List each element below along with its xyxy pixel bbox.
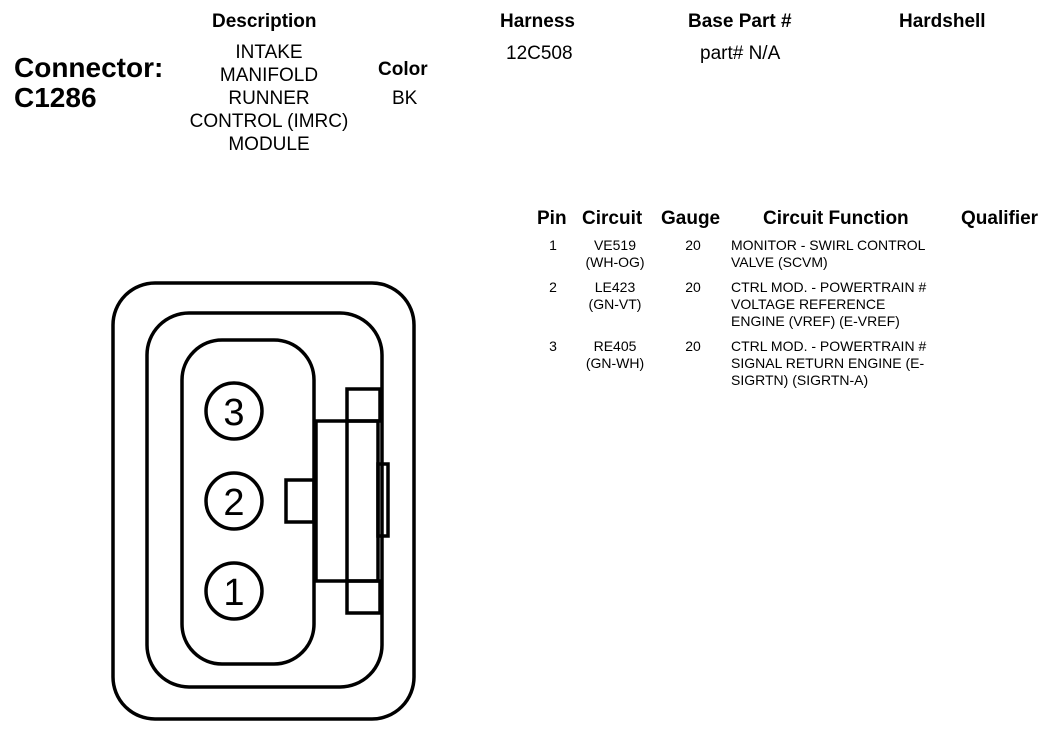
function-line: SIGNAL RETURN ENGINE (E- <box>731 355 925 371</box>
pin-3-label: 3 <box>223 392 244 434</box>
circuit-column-header: Circuit <box>582 208 643 229</box>
connector-label: Connector: <box>14 52 164 83</box>
function-line: CTRL MOD. - POWERTRAIN # <box>731 279 927 295</box>
description-line: CONTROL (IMRC) <box>189 111 349 132</box>
circuit-cell: LE423 (GN-VT) <box>572 279 658 313</box>
harness-value: 12C508 <box>506 43 573 64</box>
circuit-cell: VE519 (WH-OG) <box>572 237 658 271</box>
description-header: Description <box>212 11 317 32</box>
function-line: VALVE (SCVM) <box>731 254 828 270</box>
pin-2-label: 2 <box>223 482 244 524</box>
function-cell: CTRL MOD. - POWERTRAIN # VOLTAGE REFEREN… <box>731 279 961 330</box>
color-value: BK <box>392 88 418 109</box>
hardshell-header: Hardshell <box>899 11 986 32</box>
gauge-cell: 20 <box>685 237 701 253</box>
latch-lower-block <box>345 579 382 615</box>
harness-header: Harness <box>500 11 575 32</box>
latch-tab <box>376 462 390 538</box>
function-line: MONITOR - SWIRL CONTROL <box>731 237 926 253</box>
base-part-value: part# N/A <box>700 43 781 64</box>
latch-upper-block <box>345 387 382 423</box>
function-cell: MONITOR - SWIRL CONTROL VALVE (SCVM) <box>731 237 961 271</box>
connector-description: INTAKE MANIFOLD RUNNER CONTROL (IMRC) MO… <box>160 41 378 156</box>
circuit-code: RE405 <box>593 338 637 354</box>
function-cell: CTRL MOD. - POWERTRAIN # SIGNAL RETURN E… <box>731 338 961 389</box>
pin-number: 1 <box>549 237 557 253</box>
circuit-code: LE423 <box>594 279 636 295</box>
function-line: CTRL MOD. - POWERTRAIN # <box>731 338 927 354</box>
circuit-color: (WH-OG) <box>585 254 645 270</box>
circuit-code: VE519 <box>593 237 637 253</box>
connector-inner-wall <box>145 311 384 689</box>
qualifier-column-header: Qualifier <box>961 208 1039 229</box>
gauge-column-header: Gauge <box>661 208 721 229</box>
description-line: MODULE <box>228 134 310 155</box>
function-column-header: Circuit Function <box>763 208 909 229</box>
pin-1-label: 1 <box>223 572 244 614</box>
circuit-color: (GN-VT) <box>588 296 642 312</box>
connector-id: C1286 <box>14 82 97 113</box>
function-line: SIGRTN) (SIGRTN-A) <box>731 372 869 388</box>
function-line: VOLTAGE REFERENCE <box>731 296 886 312</box>
pin-2-circle <box>204 471 264 531</box>
circuit-color: (GN-WH) <box>585 355 645 371</box>
description-line: RUNNER <box>228 88 310 109</box>
function-line: ENGINE (VREF) (E-VREF) <box>731 313 900 329</box>
connector-outer-shell <box>111 281 416 721</box>
base-part-header: Base Part # <box>688 11 792 32</box>
description-line: MANIFOLD <box>219 65 319 86</box>
gauge-cell: 20 <box>685 279 701 295</box>
pin-column-header: Pin <box>537 208 567 229</box>
circuit-cell: RE405 (GN-WH) <box>572 338 658 372</box>
pin-number: 3 <box>549 338 557 354</box>
gauge-cell: 20 <box>685 338 701 354</box>
polarizing-key <box>284 478 316 524</box>
pin-1-circle <box>204 561 264 621</box>
pin-number: 2 <box>549 279 557 295</box>
description-line: INTAKE <box>235 42 303 63</box>
pin-3-circle <box>204 381 264 441</box>
color-header: Color <box>378 59 428 80</box>
connector-face-diagram: 3 2 1 <box>111 281 416 721</box>
